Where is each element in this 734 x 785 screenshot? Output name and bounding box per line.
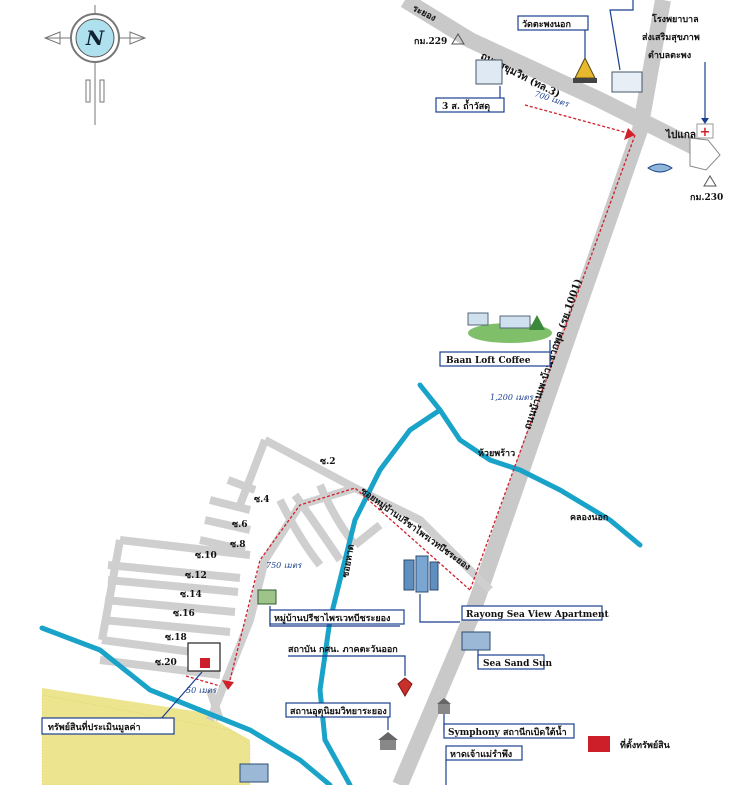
soi-4-label: ซ.4 — [254, 495, 270, 505]
institute-landmark: สถาบัน กศน. ภาคตะวันออก — [288, 644, 413, 697]
route-path — [185, 104, 636, 689]
sam-so-label: 3 ส. ถ้ำวัสดุ — [442, 99, 490, 112]
soi-18-label: ซ.18 — [165, 633, 187, 643]
khlong-nok-label: คลองนอก — [570, 513, 608, 523]
hospital-label-2: ส่งเสริมสุขภาพ — [642, 32, 700, 43]
distance-750: 750 เมตร — [266, 561, 303, 570]
symphony-label: Symphony สถานีกเบิดใต้น้ำ — [448, 725, 567, 738]
village-label: หมู่บ้านปรีชาไพรเวทบีชระยอง — [274, 612, 390, 624]
soi-12-label: ซ.12 — [185, 571, 207, 581]
hospital-label-3: ตำบลตะพง — [648, 50, 691, 61]
km229-marker: กม.229 — [414, 33, 465, 47]
rivers — [39, 382, 643, 785]
coffee-landmark: Baan Loft Coffee — [439, 312, 552, 367]
to-klaeng-arrow — [689, 137, 721, 171]
km230-marker: กม.230 — [690, 175, 723, 203]
legend-swatch — [588, 736, 610, 752]
sea-sand-landmark: Sea Sand Sun — [461, 631, 553, 670]
soi-16-label: ซ.16 — [173, 609, 195, 619]
beach-label: หาดเจ้าแม่รำพึง — [450, 749, 512, 760]
hospital-label-1: โรงพยาบาล — [651, 13, 699, 25]
apartment-landmark: Rayong Sea View Apartment — [403, 555, 610, 623]
beach-sand-dots — [41, 694, 251, 785]
soi-14-label: ซ.14 — [180, 590, 202, 600]
temple-label: วัดตะพงนอก — [522, 19, 571, 30]
apartment-label: Rayong Sea View Apartment — [466, 610, 610, 620]
route-arrow-1 — [624, 128, 635, 140]
temple-landmark: วัดตะพงนอก — [517, 15, 597, 83]
subject-marker — [200, 658, 210, 668]
route-arrow-2 — [222, 680, 234, 690]
bottom-building-icon — [239, 763, 269, 783]
school-label: สถานอุตุนิยมวิทยาระยอง — [290, 706, 387, 717]
school-landmark: สถานอุตุนิยมวิทยาระยอง — [285, 702, 398, 750]
rayong-1001-road — [392, 0, 671, 785]
hospital-cross-icon: + — [700, 125, 711, 140]
village-landmark: หมู่บ้านปรีชาไพรเวทบีชระยอง — [257, 589, 405, 627]
km230-label: กม.230 — [690, 193, 723, 203]
to-klaeng-label: ไปแกลง — [665, 128, 701, 141]
soi-20-label: ซ.20 — [155, 658, 177, 668]
institute-label: สถาบัน กศน. ภาคตะวันออก — [288, 644, 398, 655]
symphony-landmark: Symphony สถานีกเบิดใต้น้ำ — [437, 698, 575, 739]
bank-logo-icon — [647, 163, 673, 173]
km229-label: กม.229 — [414, 37, 447, 47]
coffee-label: Baan Loft Coffee — [446, 356, 531, 366]
distance-50: 50 เมตร — [186, 686, 218, 695]
sukhumvit-road — [400, 0, 704, 158]
subject-site — [187, 642, 221, 672]
soi-8-label: ซ.8 — [230, 540, 246, 550]
compass-rose: N — [43, 5, 147, 125]
sea-sand-label: Sea Sand Sun — [483, 659, 553, 669]
village-roads — [98, 436, 493, 722]
legend-label: ที่ตั้งทรัพย์สิน — [620, 738, 671, 751]
hospital-landmark: โรงพยาบาล ส่งเสริมสุขภาพ ตำบลตะพง + — [609, 0, 714, 140]
vertical-soi-label: ซอยหาด — [341, 544, 357, 579]
sam-so-landmark: 3 ส. ถ้ำวัสดุ — [435, 59, 505, 113]
subject-label: ทรัพย์สินที่ประเมินมูลค่า — [48, 720, 141, 733]
soi-2-label: ซ.2 — [320, 457, 336, 467]
beach-sand — [42, 688, 250, 785]
compass-n-label: N — [85, 26, 105, 50]
soi-10-label: ซ.10 — [195, 551, 217, 561]
distance-1200: 1,200 เมตร — [490, 393, 535, 402]
huai-phrao-label: ห้วยพร้าว — [478, 448, 515, 459]
subject-callout: ทรัพย์สินที่ประเมินมูลค่า — [41, 671, 203, 735]
beach-landmark: หาดเจ้าแม่รำพึง — [445, 745, 523, 785]
soi-6-label: ซ.6 — [232, 520, 248, 530]
legend: ที่ตั้งทรัพย์สิน — [588, 736, 671, 752]
